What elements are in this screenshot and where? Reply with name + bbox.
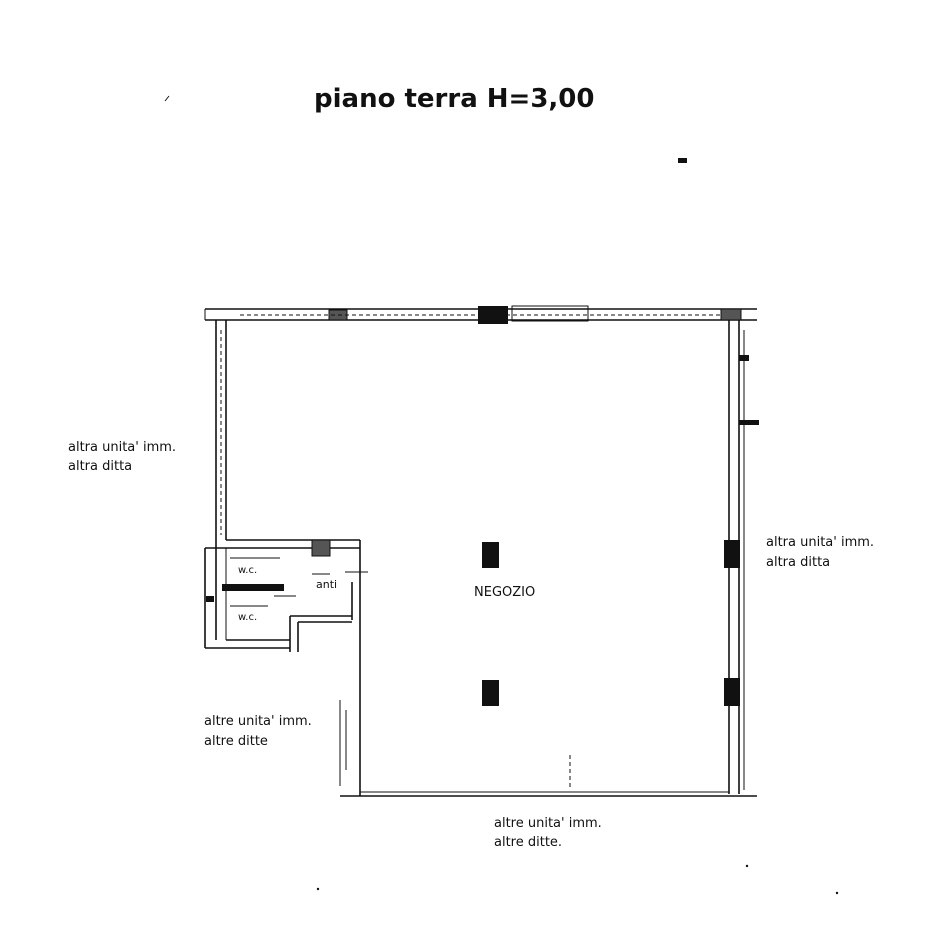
neighbor-left-top-line1: altra unita' imm. [68,440,176,455]
neighbor-bottom-line1: altre unita' imm. [494,816,602,831]
neighbor-right-line2: altra ditta [766,555,830,570]
room-label-anti: anti [316,578,337,591]
right-wall [724,320,759,794]
top-wall [204,305,757,324]
plan-title: piano terra H=3,00 [314,84,595,114]
bottom-wall [340,755,757,797]
neighbor-left-bottom-line2: altre ditte [204,734,268,749]
pillar-upper [482,542,499,568]
left-wall [215,320,227,548]
room-label-negozio: NEGOZIO [474,585,535,600]
stray-marks [164,95,839,895]
neighbor-bottom-line2: altre ditte. [494,835,562,850]
neighbor-left-top-line2: altra ditta [68,459,132,474]
neighbor-right-line1: altra unita' imm. [766,535,874,550]
room-label-wc-lower: w.c. [238,612,257,623]
room-label-wc-upper: w.c. [238,565,257,576]
neighbor-left-bottom-line1: altre unita' imm. [204,714,312,729]
service-block [204,539,368,796]
pillar-lower [482,680,499,706]
